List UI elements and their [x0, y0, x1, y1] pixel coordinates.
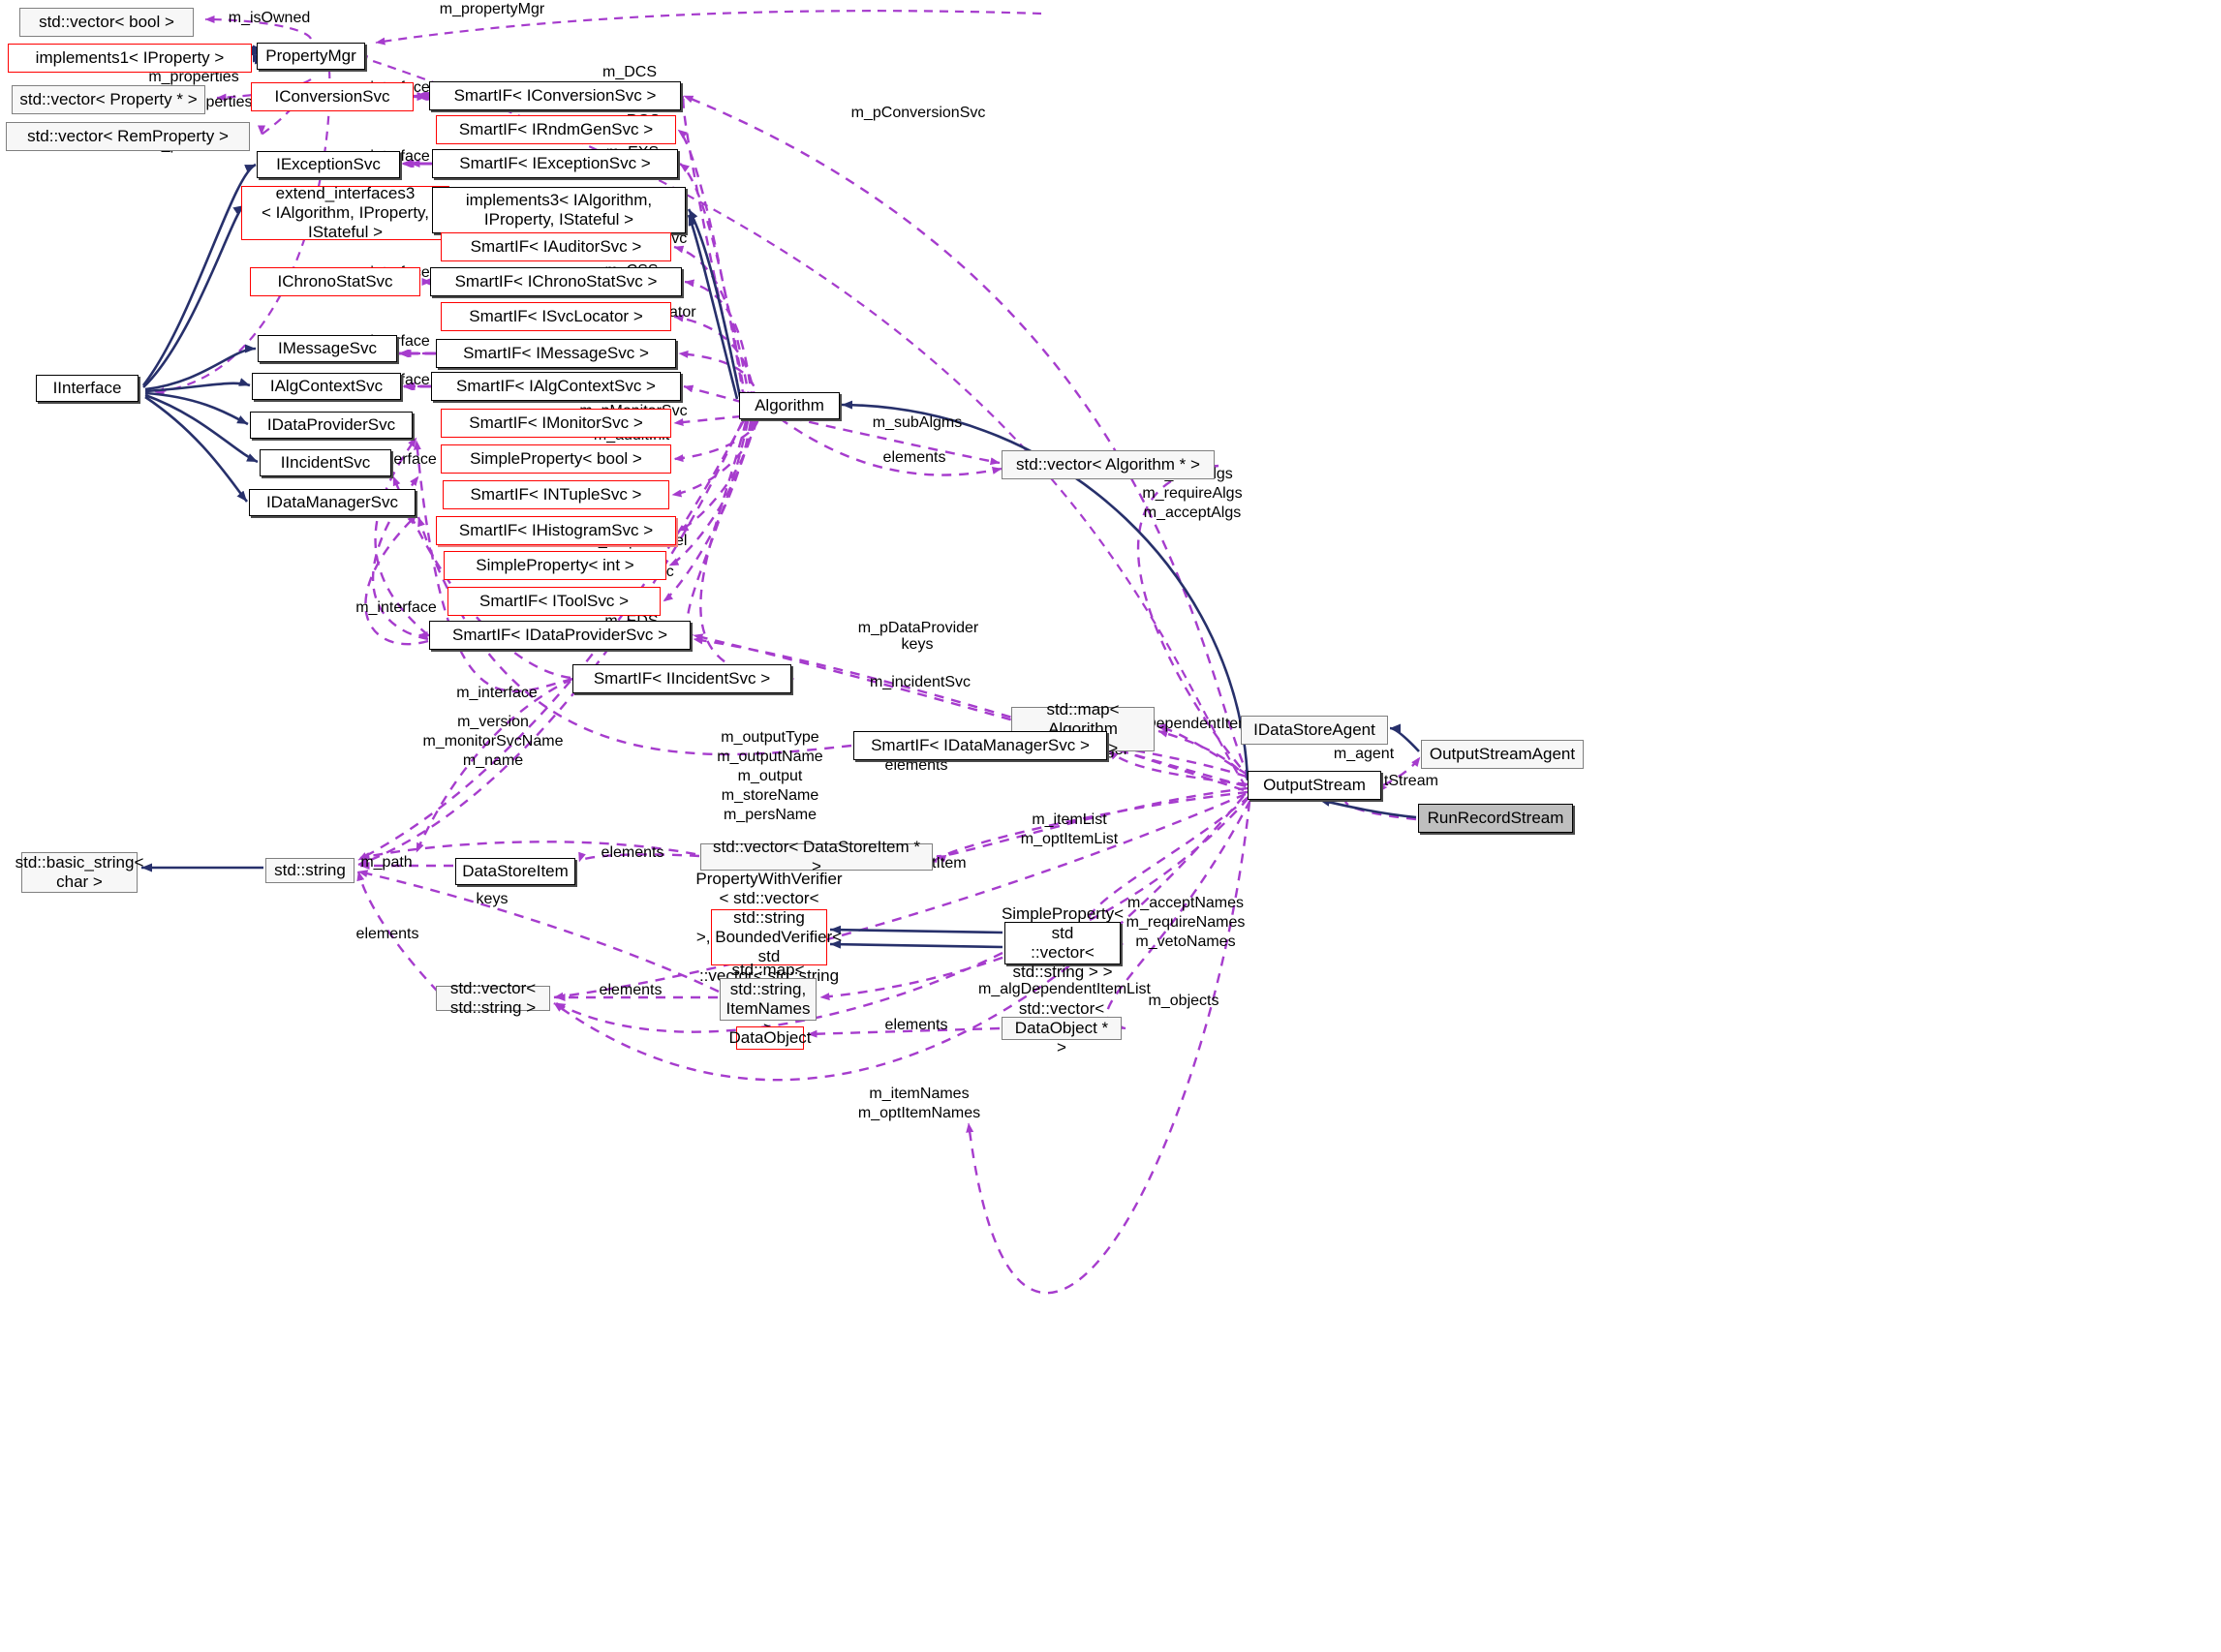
class-node-iexception[interactable]: IExceptionSvc — [257, 151, 400, 178]
edge-label-subalgms: m_subAlgms — [872, 414, 963, 431]
class-node-si_intuple[interactable]: SmartIF< INTupleSvc > — [443, 480, 669, 509]
edge-label-keys_string: keys — [476, 891, 509, 907]
class-node-si_irndm[interactable]: SmartIF< IRndmGenSvc > — [436, 115, 676, 144]
class-node-basic_string[interactable]: std::basic_string< char > — [15, 852, 144, 893]
class-node-imessage[interactable]: IMessageSvc — [258, 335, 397, 362]
class-node-vec_string[interactable]: std::vector< std::string > — [436, 979, 550, 1017]
edge-label-agent: m_agent — [1333, 746, 1395, 762]
class-node-vec_bool[interactable]: std::vector< bool > — [19, 8, 194, 37]
class-node-si_idataprov[interactable]: SmartIF< IDataProviderSvc > — [429, 621, 691, 650]
edge-label-iface_incident: m_interface — [355, 599, 437, 616]
class-node-outputstreamagent[interactable]: OutputStreamAgent — [1421, 740, 1584, 769]
class-node-si_imsg[interactable]: SmartIF< IMessageSvc > — [436, 339, 676, 368]
class-node-si_idatamgr[interactable]: SmartIF< IDataManagerSvc > — [853, 731, 1107, 760]
class-node-sp_bool[interactable]: SimpleProperty< bool > — [441, 444, 671, 474]
edge-label-outputtype: m_outputType m_outputName m_output m_sto… — [717, 729, 823, 823]
class-node-iconversion[interactable]: IConversionSvc — [251, 82, 414, 111]
edge-label-acceptnames: m_acceptNames m_requireNames m_vetoNames — [1126, 895, 1246, 950]
class-node-stdstring[interactable]: std::string — [265, 858, 355, 883]
class-node-iinterface[interactable]: IInterface — [36, 375, 139, 402]
edge-label-propertymgr: m_propertyMgr — [439, 1, 545, 17]
class-node-impl1[interactable]: implements1< IProperty > — [8, 44, 252, 73]
class-node-dataobject[interactable]: DataObject — [728, 1026, 812, 1050]
class-node-vec_prop[interactable]: std::vector< Property * > — [12, 85, 205, 114]
class-node-propertymgr[interactable]: PropertyMgr — [257, 43, 365, 70]
edge-label-pconversionsvc: m_pConversionSvc — [850, 105, 986, 121]
edge-label-elements_dsi: elements — [601, 844, 664, 861]
class-node-si_isvcloc[interactable]: SmartIF< ISvcLocator > — [441, 302, 671, 331]
class-node-sp_vecstring[interactable]: SimpleProperty< std ::vector< std::strin… — [1001, 903, 1125, 982]
class-node-datastoreitem[interactable]: DataStoreItem — [455, 858, 575, 885]
class-node-si_iconv[interactable]: SmartIF< IConversionSvc > — [429, 81, 681, 110]
edge-label-algdependentitemlist: m_algDependentItemList — [978, 981, 1151, 997]
edge-label-objects: m_objects — [1148, 993, 1219, 1009]
class-node-si_ialgctx[interactable]: SmartIF< IAlgContextSvc > — [431, 372, 681, 401]
class-node-ialgcontext[interactable]: IAlgContextSvc — [252, 373, 401, 400]
edge-label-elements_vecstring: elements — [599, 982, 663, 998]
class-node-si_itool[interactable]: SmartIF< IToolSvc > — [447, 587, 661, 616]
class-node-si_iaud[interactable]: SmartIF< IAuditorSvc > — [441, 232, 671, 261]
class-node-si_iincident[interactable]: SmartIF< IIncidentSvc > — [572, 664, 791, 693]
class-node-idatastoreagent[interactable]: IDataStoreAgent — [1241, 716, 1388, 745]
class-node-propverifier[interactable]: PropertyWithVerifier < std::vector< std:… — [695, 869, 843, 1004]
class-node-idatamgr[interactable]: IDataManagerSvc — [249, 489, 416, 516]
class-node-vec_alg[interactable]: std::vector< Algorithm * > — [1002, 450, 1215, 479]
edge-label-isowned: m_isOwned — [228, 10, 311, 26]
edge-label-elements_dataobj: elements — [884, 1017, 948, 1033]
class-node-outputstream[interactable]: OutputStream — [1248, 771, 1381, 800]
edge-label-itemnames: m_itemNames m_optItemNames — [857, 1086, 981, 1121]
smartif-interface-edges — [399, 92, 436, 639]
class-node-map_str_items[interactable]: std::map< std::string, ItemNames > — [720, 961, 817, 1037]
class-node-vec_remprop[interactable]: std::vector< RemProperty > — [6, 122, 250, 151]
class-node-ichrono[interactable]: IChronoStatSvc — [250, 267, 420, 296]
class-node-idataprov[interactable]: IDataProviderSvc — [250, 412, 413, 439]
edge-label-elements_string: elements — [355, 926, 419, 942]
edge-label-keys_dataprov: keys — [901, 636, 934, 653]
class-node-si_ichrono[interactable]: SmartIF< IChronoStatSvc > — [430, 267, 682, 296]
edge-label-version_names: m_version m_monitorSvcName m_name — [422, 714, 564, 769]
class-node-vec_dsi[interactable]: std::vector< DataStoreItem * > — [700, 838, 933, 875]
class-node-vec_dataobject[interactable]: std::vector< DataObject * > — [1002, 999, 1122, 1056]
edge-label-elements_alg: elements — [882, 449, 946, 466]
edge-label-path: m_path — [360, 854, 413, 871]
class-node-si_ihist[interactable]: SmartIF< IHistogramSvc > — [436, 516, 676, 545]
class-node-impl3[interactable]: implements3< IAlgorithm, IProperty, ISta… — [432, 187, 686, 233]
class-node-extend3[interactable]: extend_interfaces3 < IAlgorithm, IProper… — [241, 184, 449, 241]
class-node-sp_int[interactable]: SimpleProperty< int > — [444, 551, 666, 580]
class-node-iincident[interactable]: IIncidentSvc — [260, 449, 391, 476]
class-node-algorithm[interactable]: Algorithm — [739, 392, 840, 419]
edge-label-itemlist: m_itemList m_optItemList — [1020, 811, 1119, 847]
class-node-runrecordstream[interactable]: RunRecordStream — [1418, 804, 1573, 833]
edge-label-iface_incident2: m_interface — [456, 685, 538, 701]
class-node-si_iexc[interactable]: SmartIF< IExceptionSvc > — [432, 149, 678, 178]
edge-label-incidentsvc: m_incidentSvc — [869, 674, 972, 690]
class-node-si_imon[interactable]: SmartIF< IMonitorSvc > — [441, 409, 671, 438]
